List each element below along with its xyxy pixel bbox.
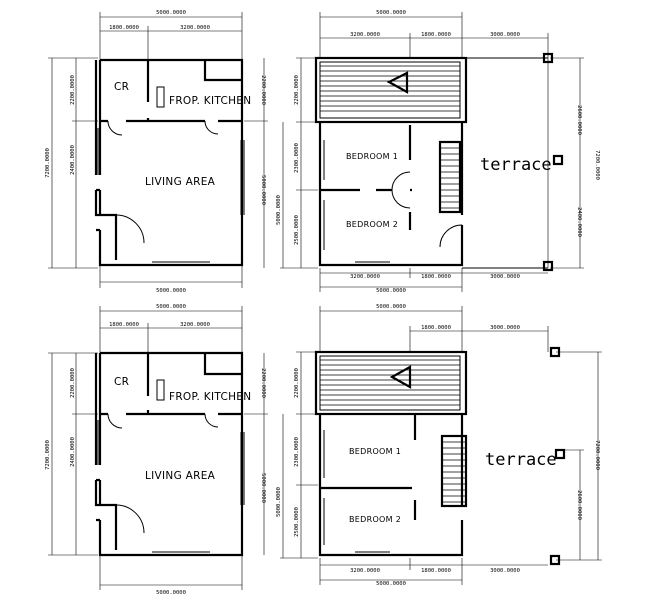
column <box>549 554 561 566</box>
dim-left-d: 2500.0000 <box>294 215 300 245</box>
column <box>549 346 561 358</box>
room-label-living: LIVING AREA <box>145 470 216 482</box>
dim-bottom-c: 3000.0000 <box>490 274 520 280</box>
dimension-lines <box>48 12 268 288</box>
walls <box>94 351 245 557</box>
walls <box>314 350 468 557</box>
door-main <box>115 214 145 244</box>
dim-left-d: 2500.0000 <box>294 507 300 537</box>
room-label-bedroom-2: BEDROOM 2 <box>349 515 401 524</box>
dim-left-total: 7200.0000 <box>45 148 51 178</box>
stair-arrow-icon <box>386 71 409 94</box>
dim-top-b: 1800.0000 <box>421 32 451 38</box>
door-terrace <box>439 224 463 248</box>
door-cr <box>107 413 123 429</box>
room-label-bedroom-1: BEDROOM 1 <box>349 447 401 456</box>
stairs <box>440 434 468 508</box>
room-label-bedroom-1: BEDROOM 1 <box>346 152 398 161</box>
toilet-fixture <box>156 379 165 401</box>
dim-left-b: 2400.0000 <box>70 437 76 467</box>
dim-bottom-total: 5000.0000 <box>376 288 406 294</box>
door-kitchen <box>204 120 219 135</box>
dim-right-b: 5000.0000 <box>260 473 266 503</box>
dim-left-b: 2400.0000 <box>70 145 76 175</box>
column <box>554 448 566 460</box>
dim-right-a: 2200.0000 <box>260 75 266 105</box>
stair-arrow-icon <box>389 365 412 389</box>
column <box>542 52 554 64</box>
roof-hatch <box>320 359 460 406</box>
dim-top-b: 1800.0000 <box>421 325 451 331</box>
dim-right-a: 2200.0000 <box>260 368 266 398</box>
dim-top-c: 3000.0000 <box>490 325 520 331</box>
dim-right-a: 2600.0000 <box>576 105 582 135</box>
dim-bottom-a: 3200.0000 <box>350 274 380 280</box>
stairs <box>438 140 462 214</box>
dim-right-total: 7200.0000 <box>594 440 600 470</box>
dimension-lines <box>48 306 268 590</box>
dim-top-total: 5000.0000 <box>156 304 186 310</box>
dim-left-b: 2300.0000 <box>294 437 300 467</box>
dim-left-c: 5000.0000 <box>276 487 282 517</box>
dim-right-a: 2600.0000 <box>576 490 582 520</box>
door-cr <box>107 120 123 136</box>
walls <box>94 58 245 267</box>
dim-top-total: 5000.0000 <box>376 10 406 16</box>
walls <box>314 56 548 269</box>
dim-top-c: 3000.0000 <box>490 32 520 38</box>
dim-left-a: 2200.0000 <box>294 368 300 398</box>
dim-left-a: 2200.0000 <box>70 368 76 398</box>
room-label-terrace: terrace <box>485 450 557 470</box>
dim-left-a: 2200.0000 <box>294 75 300 105</box>
dim-top-total: 5000.0000 <box>376 304 406 310</box>
dim-top-b: 3200.0000 <box>180 25 210 31</box>
dim-left-a: 2200.0000 <box>70 75 76 105</box>
room-label-living: LIVING AREA <box>145 176 216 188</box>
door-main <box>115 504 145 534</box>
dim-bottom-b: 1800.0000 <box>421 274 451 280</box>
dim-right-total: 7200.0000 <box>594 150 600 180</box>
toilet-fixture <box>156 86 165 108</box>
dim-bottom-total: 5000.0000 <box>156 288 186 294</box>
dim-right-b: 2400.0000 <box>576 207 582 237</box>
room-label-terrace: terrace <box>480 155 552 175</box>
dim-top-total: 5000.0000 <box>156 10 186 16</box>
dim-bottom-total: 5000.0000 <box>376 581 406 587</box>
dim-bottom-c: 3000.0000 <box>490 568 520 574</box>
room-label-kitchen: FROP. KITCHEN <box>169 95 251 107</box>
room-label-kitchen: FROP. KITCHEN <box>169 391 251 403</box>
dim-top-a: 3200.0000 <box>350 32 380 38</box>
dim-top-b: 3200.0000 <box>180 322 210 328</box>
dim-top-a: 1800.0000 <box>109 322 139 328</box>
door-bedrooms <box>391 171 411 209</box>
dim-bottom-a: 3200.0000 <box>350 568 380 574</box>
dim-left-total: 7200.0000 <box>45 440 51 470</box>
dim-top-a: 1800.0000 <box>109 25 139 31</box>
column <box>552 154 564 166</box>
plan-second-floor-bottom: 5000.0000 1800.0000 3000.0000 2200.0000 … <box>276 304 602 587</box>
room-label-cr: CR <box>114 376 129 388</box>
dim-left-c: 5000.0000 <box>276 195 282 225</box>
door-kitchen <box>204 413 219 428</box>
plan-ground-floor-bottom: 5000.0000 1800.0000 3200.0000 7200.0000 … <box>45 304 268 596</box>
dim-bottom-b: 1800.0000 <box>421 568 451 574</box>
room-label-bedroom-2: BEDROOM 2 <box>346 220 398 229</box>
dim-right-b: 5000.0000 <box>260 175 266 205</box>
dim-left-b: 2300.0000 <box>294 143 300 173</box>
plan-ground-floor-top: 5000.0000 1800.0000 3200.0000 7200.0000 … <box>45 10 268 294</box>
plan-second-floor-top: 5000.0000 3200.0000 1800.0000 3000.0000 … <box>276 10 600 294</box>
column <box>542 260 554 272</box>
room-label-cr: CR <box>114 81 129 93</box>
dimension-lines <box>280 12 584 292</box>
dim-bottom-total: 5000.0000 <box>156 590 186 596</box>
roof-hatch <box>320 65 460 112</box>
